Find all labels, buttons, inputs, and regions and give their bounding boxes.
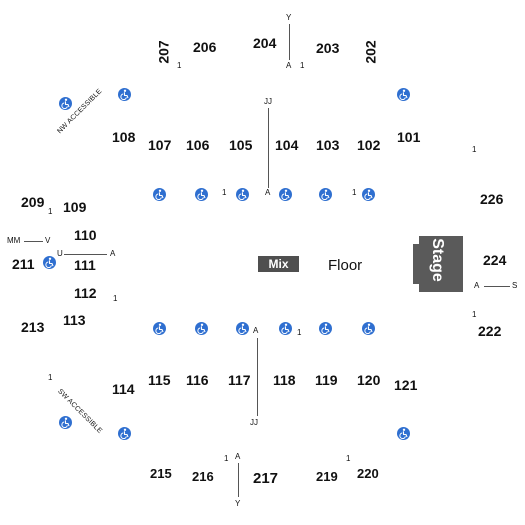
section-111[interactable]: 111 [74,257,96,273]
wheelchair-icon[interactable] [195,188,208,201]
aisle-line [24,241,43,242]
section-202[interactable]: 202 [362,40,379,64]
wheelchair-icon[interactable] [153,188,166,201]
aisle-line [268,108,269,188]
aisle-marker-a: A [110,249,116,258]
section-215[interactable]: 215 [150,466,172,481]
row-marker-1: 1 [352,188,357,197]
section-103[interactable]: 103 [316,137,340,153]
section-213[interactable]: 213 [21,319,45,335]
row-marker-1: 1 [48,373,53,382]
aisle-marker-y: Y [235,499,241,508]
wheelchair-icon[interactable] [118,427,131,440]
stage: Stage [411,234,463,294]
row-marker-1: 1 [177,61,182,70]
section-211[interactable]: 211 [12,256,35,272]
section-219[interactable]: 219 [316,469,338,484]
aisle-line [484,286,510,287]
mix-position[interactable]: Mix [258,256,299,272]
wheelchair-icon[interactable] [153,322,166,335]
section-112[interactable]: 112 [74,285,97,301]
aisle-marker-a: A [253,326,259,335]
section-204[interactable]: 204 [253,35,277,51]
floor-label[interactable]: Floor [328,257,363,274]
wheelchair-icon[interactable] [319,322,332,335]
section-220[interactable]: 220 [357,466,379,481]
section-222[interactable]: 222 [478,323,502,339]
section-104[interactable]: 104 [275,137,299,153]
wheelchair-icon[interactable] [362,188,375,201]
section-114[interactable]: 114 [112,381,135,397]
aisle-marker-jj: JJ [250,418,258,427]
aisle-line [238,463,239,497]
aisle-marker-mm: MM [7,236,21,245]
wheelchair-icon[interactable] [397,427,410,440]
section-119[interactable]: 119 [315,372,338,388]
row-marker-1: 1 [472,145,477,154]
section-224[interactable]: 224 [483,252,507,268]
wheelchair-icon[interactable] [279,188,292,201]
section-216[interactable]: 216 [192,469,214,484]
wheelchair-icon[interactable] [59,416,72,429]
section-120[interactable]: 120 [357,372,381,388]
row-marker-1: 1 [113,294,118,303]
row-marker-1: 1 [297,328,302,337]
section-102[interactable]: 102 [357,137,381,153]
aisle-line [257,338,258,416]
aisle-marker-s: S [512,281,518,290]
row-marker-1: 1 [48,207,53,216]
aisle-marker-a: A [265,188,271,197]
section-118[interactable]: 118 [273,372,296,388]
section-108[interactable]: 108 [112,129,136,145]
wheelchair-icon[interactable] [397,88,410,101]
wheelchair-icon[interactable] [236,188,249,201]
nw-accessible-label: NW ACCESSIBLE [56,87,104,136]
section-209[interactable]: 209 [21,194,45,210]
aisle-marker-jj: JJ [264,97,272,106]
wheelchair-icon[interactable] [43,256,56,269]
stage-label: Stage [429,238,446,282]
wheelchair-icon[interactable] [59,97,72,110]
aisle-marker-u: U [57,249,63,258]
section-105[interactable]: 105 [229,137,253,153]
section-217[interactable]: 217 [253,470,279,487]
row-marker-1: 1 [472,310,477,319]
section-121[interactable]: 121 [394,377,418,393]
wheelchair-icon[interactable] [118,88,131,101]
section-109[interactable]: 109 [63,199,87,215]
section-115[interactable]: 115 [148,372,171,388]
wheelchair-icon[interactable] [236,322,249,335]
section-207[interactable]: 207 [155,40,172,64]
aisle-marker-y: Y [286,13,292,22]
aisle-line [289,24,290,60]
aisle-marker-v: V [45,236,51,245]
wheelchair-icon[interactable] [279,322,292,335]
aisle-marker-a: A [235,452,241,461]
section-106[interactable]: 106 [186,137,210,153]
aisle-marker-a: A [286,61,292,70]
section-101[interactable]: 101 [397,129,421,145]
row-marker-1: 1 [222,188,227,197]
section-113[interactable]: 113 [63,312,86,328]
row-marker-1: 1 [224,454,229,463]
aisle-marker-a: A [474,281,480,290]
wheelchair-icon[interactable] [362,322,375,335]
wheelchair-icon[interactable] [319,188,332,201]
row-marker-1: 1 [346,454,351,463]
section-110[interactable]: 110 [74,227,97,243]
wheelchair-icon[interactable] [195,322,208,335]
section-107[interactable]: 107 [148,137,172,153]
section-203[interactable]: 203 [316,40,340,56]
section-206[interactable]: 206 [193,39,217,55]
section-226[interactable]: 226 [480,191,504,207]
section-117[interactable]: 117 [228,372,251,388]
aisle-line [64,254,107,255]
row-marker-1: 1 [300,61,305,70]
section-116[interactable]: 116 [186,372,209,388]
